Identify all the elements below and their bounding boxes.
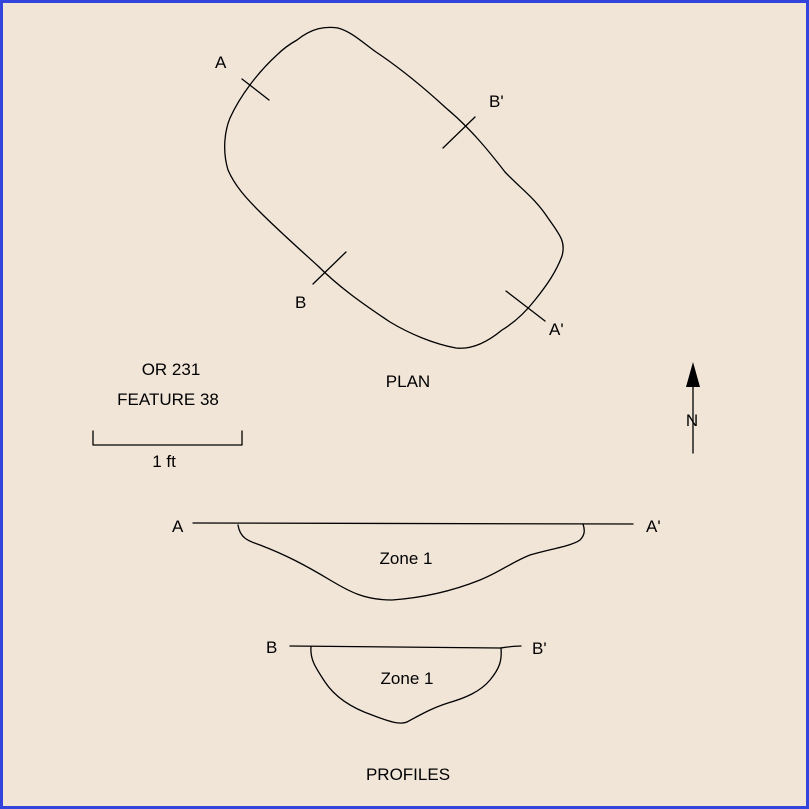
plan-view: A B' B A' PLAN [215, 26, 564, 391]
profile-b-start-label: B [266, 638, 277, 657]
plan-label-b: B [295, 293, 306, 312]
plan-title: PLAN [386, 372, 430, 391]
profile-b-pit-outline [310, 646, 502, 724]
profile-b: B B' Zone 1 [266, 638, 547, 724]
feature-number: FEATURE 38 [117, 390, 219, 409]
profiles-title: PROFILES [366, 765, 450, 784]
profile-b-surface-line [289, 645, 522, 649]
section-b-prime-tick [442, 116, 476, 149]
profile-a-surface-line [192, 522, 634, 525]
north-label: N [686, 411, 698, 430]
feature-outline [224, 26, 564, 349]
plan-label-a-prime: A' [549, 320, 564, 339]
scale-bar: 1 ft [92, 430, 243, 471]
north-arrow-head-icon [686, 362, 700, 387]
scale-bar-line [92, 430, 243, 446]
site-id: OR 231 [142, 360, 201, 379]
scale-bar-label: 1 ft [152, 452, 176, 471]
north-arrow: N [686, 362, 700, 454]
profile-a: A A' Zone 1 [172, 517, 661, 601]
profile-a-end-label: A' [646, 517, 661, 536]
profile-b-end-label: B' [532, 639, 547, 658]
profile-b-zone-label: Zone 1 [381, 669, 434, 688]
profile-a-zone-label: Zone 1 [380, 549, 433, 568]
section-a-prime-tick [505, 290, 546, 322]
site-info: OR 231 FEATURE 38 [117, 360, 219, 409]
plan-label-a: A [215, 53, 227, 72]
profile-a-start-label: A [172, 517, 184, 536]
plan-label-b-prime: B' [489, 92, 504, 111]
section-a-tick [241, 78, 270, 101]
section-b-tick [312, 251, 347, 285]
profile-a-pit-outline [237, 523, 585, 601]
feature-drawing: A B' B A' PLAN OR 231 FEATURE 38 1 ft N … [92, 26, 700, 784]
